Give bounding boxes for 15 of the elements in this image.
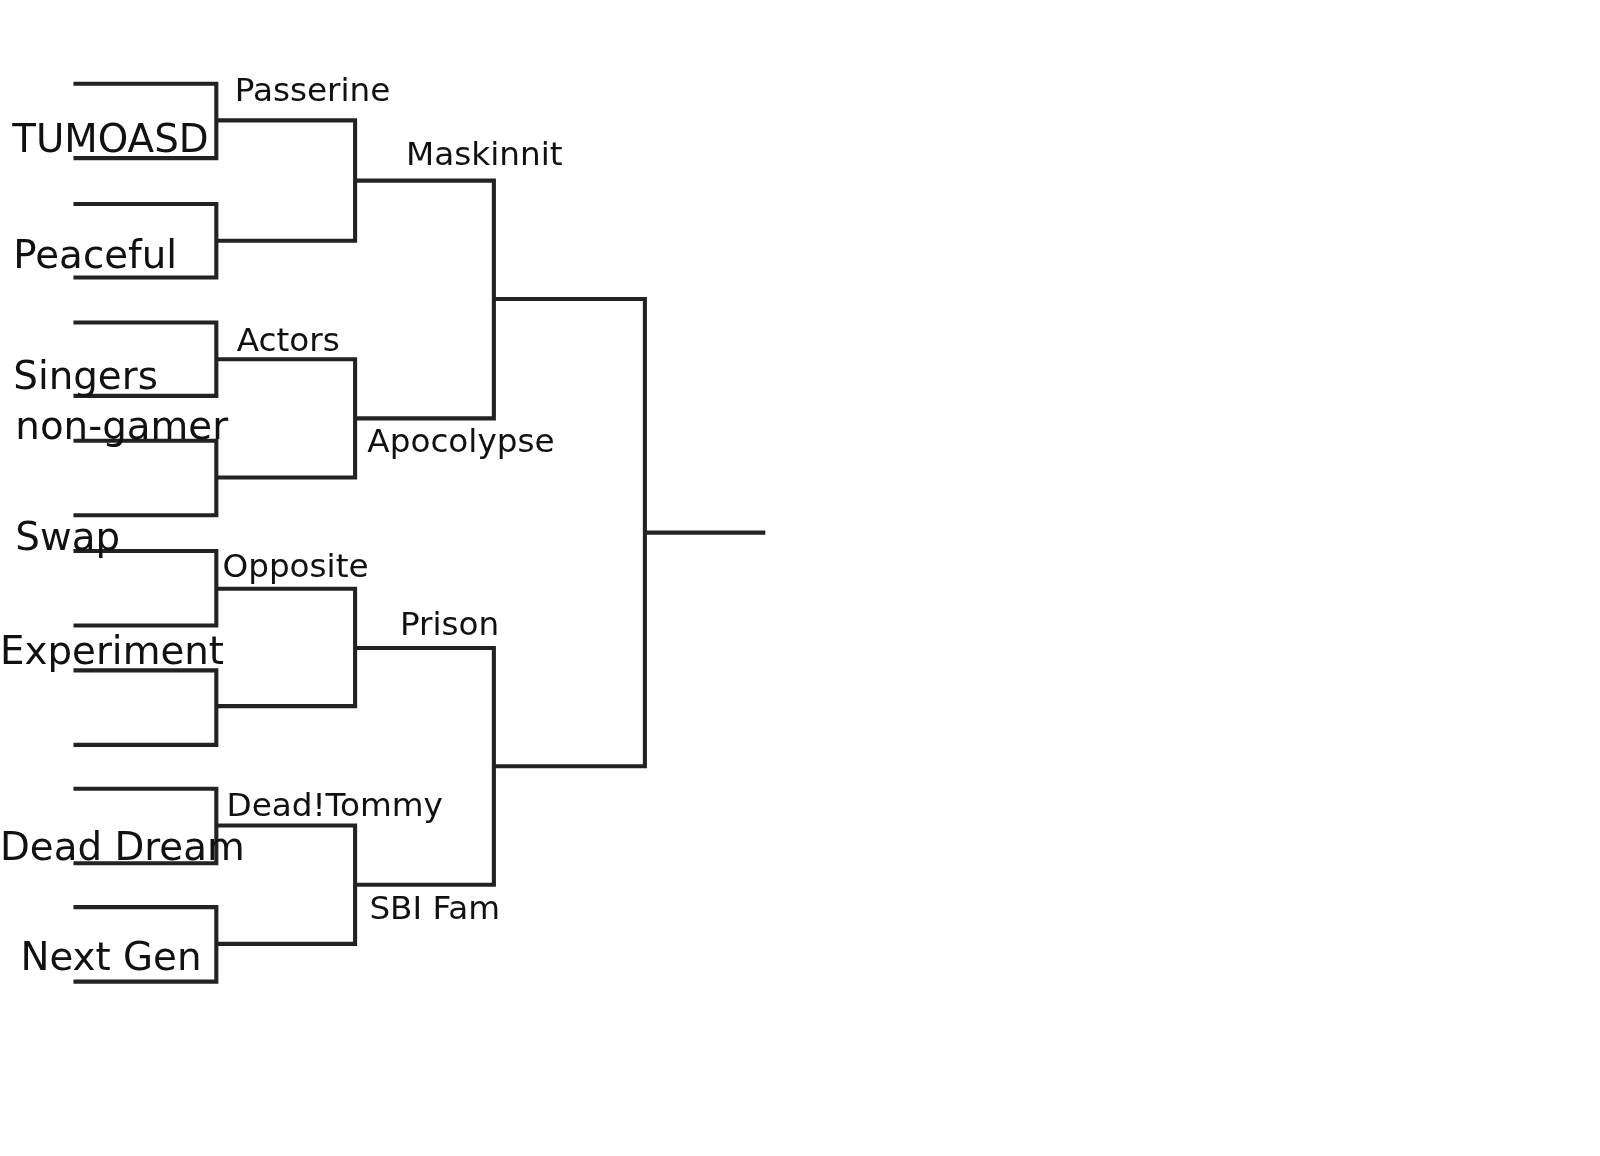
round-winner-label: Dead!Tommy <box>226 788 443 822</box>
round-winner-label: SBI Fam <box>369 891 501 925</box>
round-winner-label: Maskinnit <box>406 137 563 171</box>
team-name: TUMOASD <box>12 119 209 159</box>
round-winner-label: Opposite <box>222 549 369 582</box>
round-winner-label: Apocolypse <box>367 424 555 458</box>
team-name: Singers <box>13 356 158 395</box>
team-name: Next Gen <box>20 937 202 977</box>
round-winner-label: Prison <box>400 607 500 640</box>
team-name: Experiment <box>0 631 225 671</box>
round-winner-label: Actors <box>236 323 340 357</box>
round-winner-label: Passerine <box>234 73 391 107</box>
team-name: non-gamer <box>15 406 229 445</box>
team-name: Peaceful <box>13 235 178 275</box>
team-name: Swap <box>15 517 120 557</box>
